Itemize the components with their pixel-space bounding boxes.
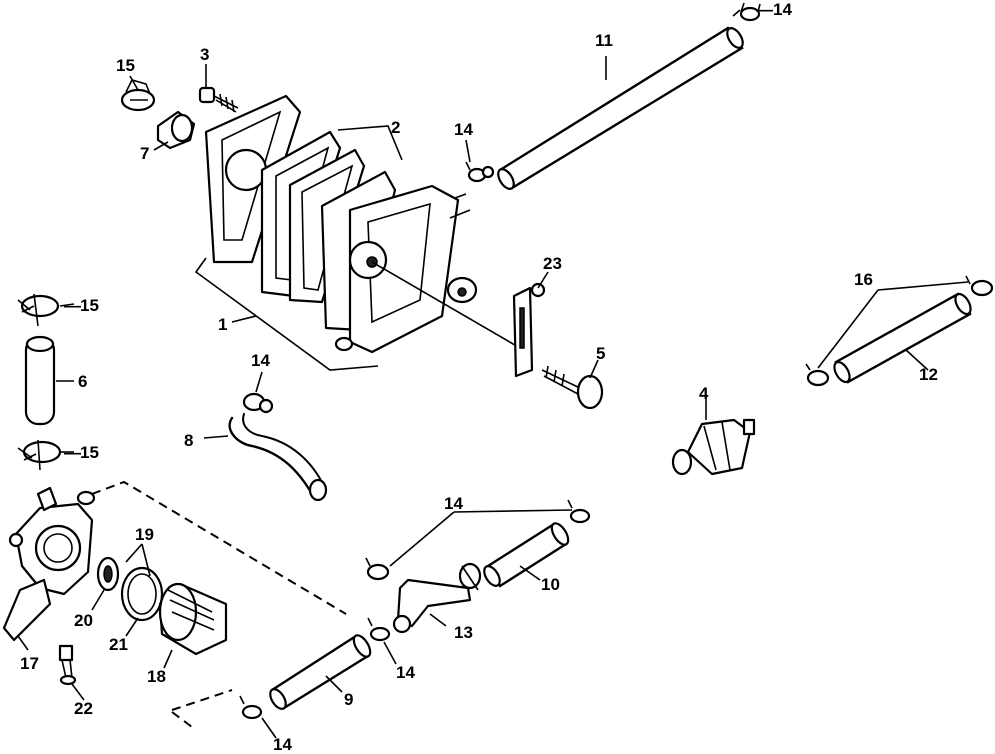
callout-14-hose-8: 14 — [251, 351, 270, 370]
dash-15-bottom: — — [64, 443, 81, 462]
callout-5: 5 — [596, 344, 606, 363]
clamp-14-left-mid — [365, 557, 390, 581]
hose-11 — [497, 26, 744, 190]
clamp-14-hose-9-bottom — [239, 695, 263, 720]
filter-housing-17 — [2, 486, 96, 642]
clamp-14-upper-center — [465, 161, 495, 183]
callout-8: 8 — [184, 431, 194, 450]
callout-3: 3 — [200, 45, 210, 64]
filter-4 — [671, 418, 756, 476]
callout-22: 22 — [74, 699, 93, 718]
hose-9 — [269, 634, 372, 710]
callout-14-hose-10: 14 — [444, 494, 463, 513]
clamp-15-middle — [17, 293, 60, 327]
callout-20: 20 — [74, 611, 93, 630]
callout-1: 1 — [218, 315, 228, 334]
screw-22 — [58, 644, 77, 686]
callout-12: 12 — [919, 365, 938, 384]
callout-15-bottom: 15 — [80, 443, 99, 462]
o-ring-20 — [96, 556, 120, 592]
hose-6 — [24, 335, 56, 426]
bolt-5 — [541, 365, 604, 410]
callout-14-bottom: 14 — [273, 735, 292, 754]
callout-21: 21 — [109, 635, 128, 654]
bracket-23 — [512, 282, 546, 378]
connector-13 — [392, 562, 482, 634]
callout-15-middle: 15 — [80, 296, 99, 315]
clamp-14-top-right — [739, 2, 761, 22]
dash-15-middle: — — [64, 296, 81, 315]
callout-14-hose-9: 14 — [396, 663, 415, 682]
clamp-15-top — [120, 79, 156, 112]
callout-15-top: 15 — [116, 56, 135, 75]
callout-14-top-right: —14 — [756, 0, 792, 19]
callout-7: 7 — [140, 144, 150, 163]
callout-18: 18 — [147, 667, 166, 686]
callout-6: 6 — [78, 372, 88, 391]
callout-14-upper-center: 14 — [454, 120, 473, 139]
hose-10 — [483, 522, 570, 588]
gasket-21 — [120, 566, 164, 622]
hose-8 — [228, 413, 328, 502]
callout-4: 4 — [699, 384, 709, 403]
leader-lines — [17, 9, 929, 739]
clamp-16-left — [805, 363, 830, 387]
hose-12 — [833, 292, 972, 384]
clamp-15-bottom — [17, 439, 62, 471]
clamp-14-hose-9-top — [367, 617, 391, 642]
pump-body-assembly-1 — [204, 94, 478, 354]
callout-9: 9 — [344, 690, 354, 709]
clamp-14-hose-10-top — [567, 499, 591, 524]
callout-17: 17 — [20, 654, 39, 673]
callout-11: 11 — [595, 31, 613, 50]
clamp-14-hose-8 — [242, 392, 274, 414]
callout-19: 19 — [135, 525, 154, 544]
callout-13: 13 — [454, 623, 473, 642]
plug-7 — [156, 110, 196, 150]
screw-3 — [198, 86, 239, 113]
callout-10: 10 — [541, 575, 560, 594]
clamp-16-right — [965, 275, 994, 297]
callout-2: 2 — [391, 118, 401, 137]
filter-element-18 — [158, 582, 228, 656]
callout-23: 23 — [543, 254, 562, 273]
callout-16: 16 — [854, 270, 873, 289]
